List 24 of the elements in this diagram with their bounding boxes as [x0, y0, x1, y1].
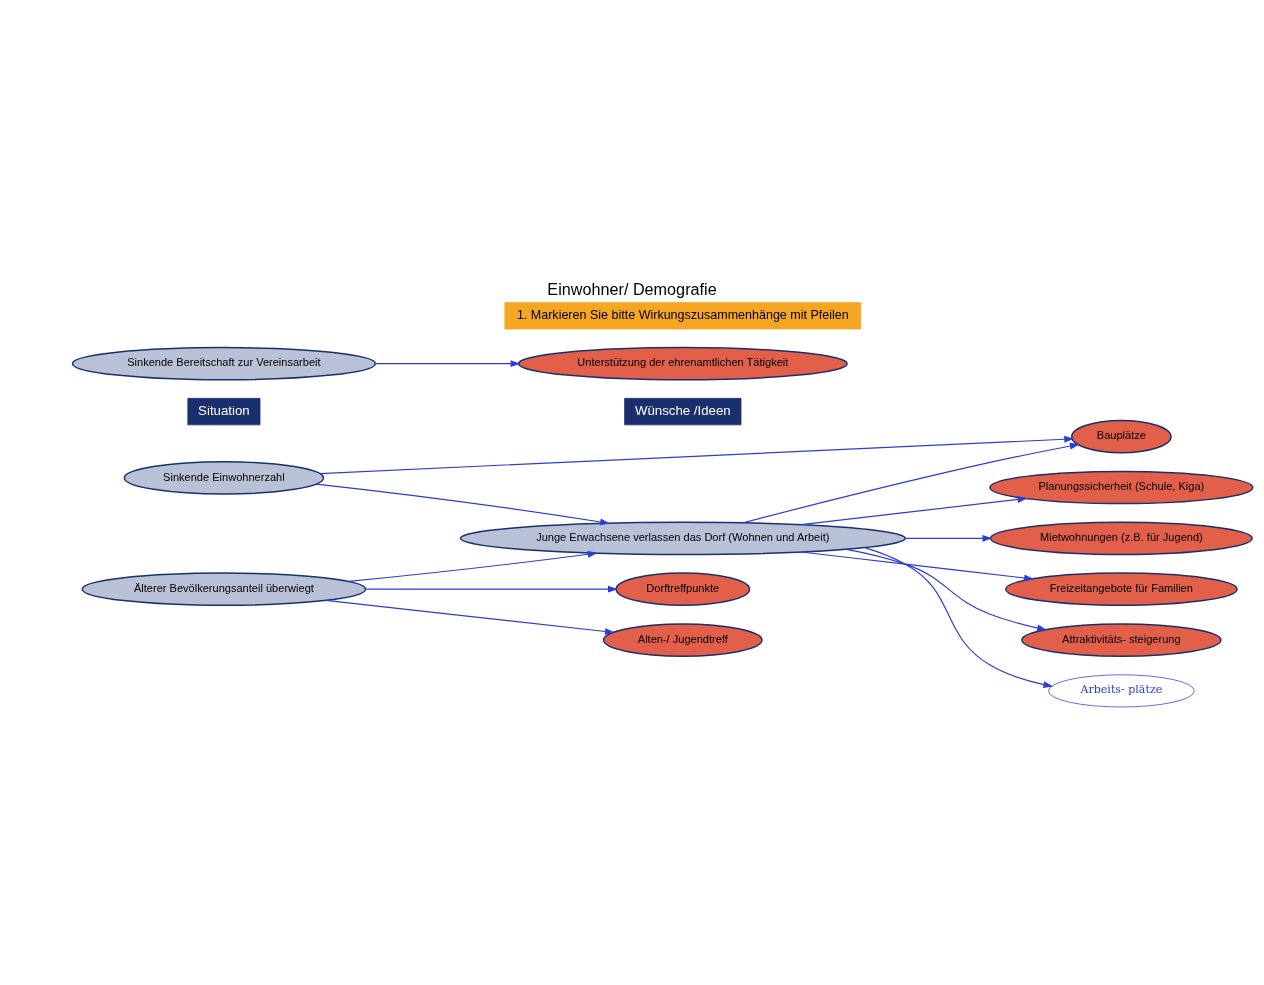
- arrow: [315, 483, 610, 525]
- node-ellipse: Sinkende Bereitschaft zur Vereinsarbeit: [71, 346, 377, 381]
- arrow: [845, 548, 1047, 631]
- arrow: [325, 599, 615, 635]
- node-ellipse: Unterstützung der ehrenamtlichen Tätigkeit: [517, 346, 848, 381]
- diagram-title: Einwohner/ Demografie: [547, 279, 717, 298]
- arrow: [365, 585, 618, 593]
- arrow: [375, 359, 521, 367]
- node-box: Wünsche /Ideen: [624, 397, 742, 425]
- arrow: [864, 546, 1054, 688]
- node-box: Situation: [187, 397, 261, 425]
- arrow: [319, 435, 1075, 474]
- arrow: [742, 442, 1080, 523]
- arrow: [800, 550, 1034, 581]
- node-ellipse: Älterer Bevölkerungsanteil überwiegt: [81, 571, 367, 606]
- node-ellipse: Junge Erwachsene verlassen das Dorf (Wohnen und Arbeit): [459, 521, 906, 555]
- arrow: [347, 550, 598, 582]
- node-ellipse: Arbeits- plätze: [1048, 673, 1195, 707]
- node-ellipse: Sinkende Einwohnerzahl: [123, 460, 325, 495]
- arrow: [905, 534, 993, 542]
- arrow: [800, 495, 1028, 525]
- node-ellipse: Mietwohnungen (z.B. für Jugend): [989, 521, 1253, 555]
- node-ellipse: Dorftreffpunkte: [615, 571, 751, 606]
- caption: 1. Markieren Sie bitte Wirkungszusammenhänge mit Pfeilen: [516, 307, 849, 322]
